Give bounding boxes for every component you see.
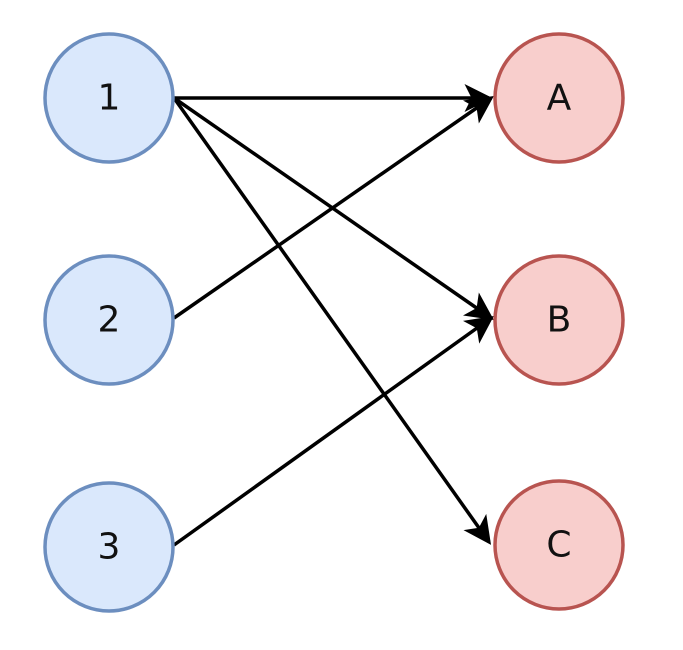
node-b-label: B bbox=[547, 300, 572, 341]
node-a-circle bbox=[493, 32, 625, 164]
node-2-circle bbox=[43, 254, 175, 386]
node-1: 1 bbox=[43, 32, 175, 164]
node-b: B bbox=[493, 254, 625, 386]
node-1-circle bbox=[43, 32, 175, 164]
node-b-circle bbox=[493, 254, 625, 386]
edges-group bbox=[172, 84, 494, 547]
node-a-label: A bbox=[547, 78, 572, 119]
node-c: C bbox=[493, 479, 625, 611]
node-2: 2 bbox=[43, 254, 175, 386]
node-3-label: 3 bbox=[98, 527, 121, 568]
node-c-label: C bbox=[546, 525, 571, 566]
node-1-label: 1 bbox=[98, 78, 121, 119]
node-a: A bbox=[493, 32, 625, 164]
node-3: 3 bbox=[43, 481, 175, 613]
edge-1-to-c bbox=[172, 96, 492, 545]
node-2-label: 2 bbox=[98, 300, 121, 341]
node-3-circle bbox=[43, 481, 175, 613]
node-c-circle bbox=[493, 479, 625, 611]
edge-3-to-b bbox=[172, 315, 494, 547]
edge-2-to-a bbox=[173, 96, 494, 320]
